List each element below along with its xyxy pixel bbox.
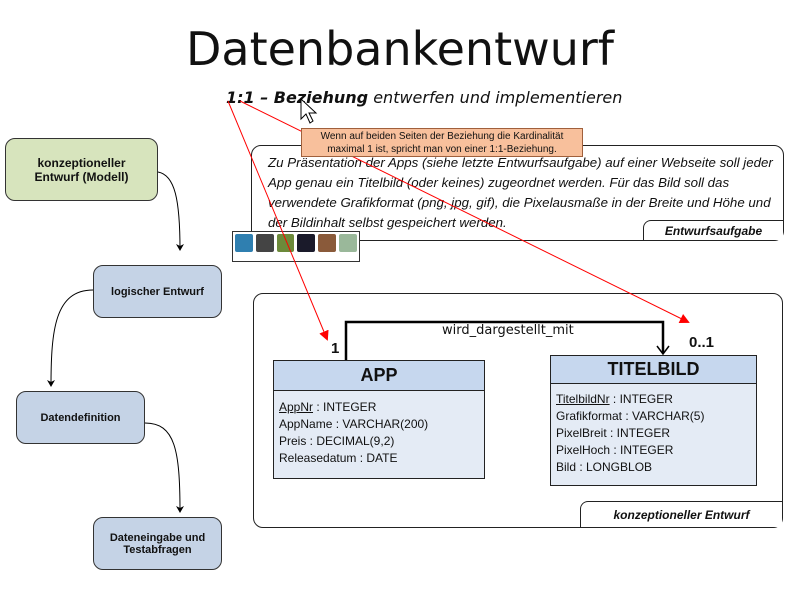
app-thumbnails (232, 231, 360, 262)
page-title: Datenbankentwurf (185, 22, 614, 76)
attribute: AppNr : INTEGER (279, 400, 377, 414)
app-thumb-icon (276, 234, 295, 252)
attribute: PixelBreit : INTEGER (556, 426, 671, 440)
subtitle-rest: entwerfen und implementieren (368, 88, 623, 107)
step-conceptual: konzeptioneller Entwurf (Modell) (5, 138, 158, 201)
subtitle: 1:1 – Beziehung entwerfen und implementi… (226, 88, 622, 107)
flow-arrow (47, 289, 94, 387)
tooltip: Wenn auf beiden Seiten der Beziehung die… (301, 128, 583, 157)
pointer-line (227, 100, 329, 341)
cursor-icon (300, 97, 318, 124)
flow-arrow (157, 171, 184, 251)
app-thumb-icon (339, 234, 357, 252)
attribute: Grafikformat : VARCHAR(5) (556, 409, 705, 423)
task-text: Zu Präsentation der Apps (siehe letzte E… (268, 155, 773, 230)
attribute: TitelbildNr : INTEGER (556, 392, 673, 406)
relationship-arrowhead (656, 345, 670, 356)
attribute: Bild : LONGBLOB (556, 460, 653, 474)
task-label: Entwurfsaufgabe (643, 220, 783, 240)
flow-arrow (144, 422, 184, 513)
attribute: Releasedatum : DATE (279, 451, 398, 465)
attribute: AppName : VARCHAR(200) (279, 417, 429, 431)
tooltip-line: maximal 1 ist, spricht man von einer 1:1… (327, 144, 557, 155)
attribute: Preis : DECIMAL(9,2) (279, 434, 395, 448)
subtitle-bold: 1:1 – Beziehung (226, 88, 369, 107)
model-label: konzeptioneller Entwurf (580, 501, 782, 527)
app-thumb-icon (255, 234, 274, 252)
step-input: Dateneingabe und Testabfragen (93, 517, 222, 570)
app-thumb-icon (235, 234, 253, 252)
entity-app: APP AppNr : INTEGER AppName : VARCHAR(20… (273, 360, 485, 479)
entity-titelbild-name: TITELBILD (551, 356, 756, 384)
entity-app-name: APP (274, 361, 484, 391)
cardinality-right: 0..1 (689, 334, 715, 351)
primary-key: TitelbildNr (556, 392, 610, 406)
attribute: PixelHoch : INTEGER (556, 443, 674, 457)
entity-titelbild: TITELBILD TitelbildNr : INTEGER Grafikfo… (550, 355, 757, 486)
cardinality-left: 1 (331, 340, 340, 357)
app-thumb-icon (318, 234, 337, 252)
relationship-line (344, 320, 665, 360)
step-definition: Datendefinition (16, 391, 145, 444)
relationship-label: wird_dargestellt_mit (442, 323, 574, 338)
app-thumb-icon (297, 234, 316, 252)
primary-key: AppNr (279, 400, 314, 414)
step-logical: logischer Entwurf (93, 265, 222, 318)
tooltip-line: Wenn auf beiden Seiten der Beziehung die… (320, 131, 564, 142)
